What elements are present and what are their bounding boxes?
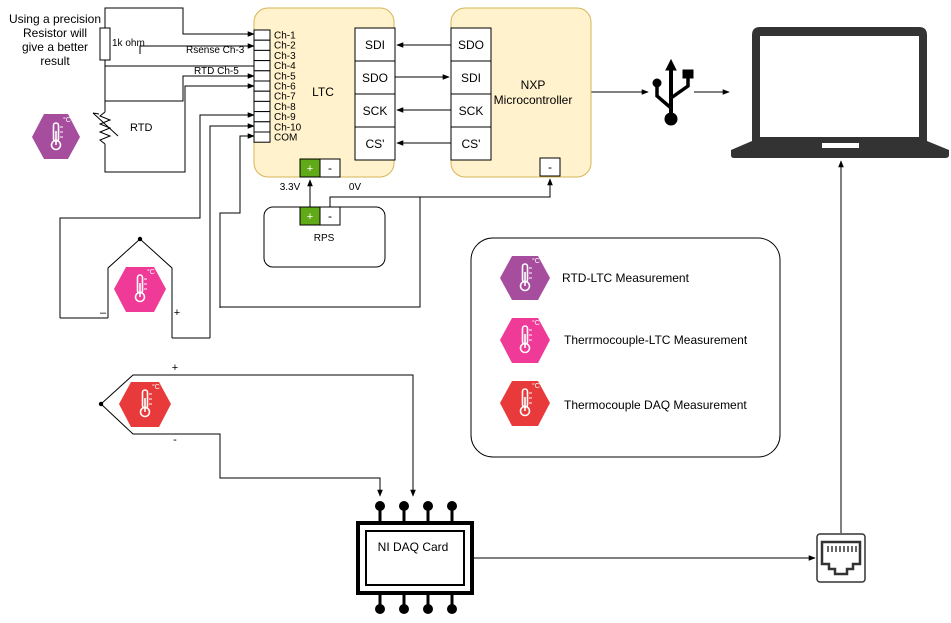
- ltc-minus-terminal: [319, 158, 341, 178]
- daq-pin-head: [399, 604, 409, 614]
- ltc-channel-label: Ch-5: [274, 71, 296, 82]
- ltc-channel-box: [253, 70, 271, 82]
- legend-label-rtd: RTD-LTC Measurement: [562, 271, 690, 285]
- nxp-title-1: NXP: [521, 78, 546, 92]
- ltc-tc-plus-label: +: [174, 307, 180, 319]
- ltc-tc-minus-label: –: [100, 307, 107, 319]
- ltc-channel-list: Ch-1Ch-2Ch-3Ch-4Ch-5Ch-6Ch-7Ch-8Ch-9Ch-1…: [253, 29, 302, 144]
- daq-pin-head: [447, 501, 457, 511]
- daq-pin-head: [423, 604, 433, 614]
- nxp-minus-terminal: [539, 157, 561, 177]
- ltc-channel-label: Ch-8: [274, 102, 296, 113]
- wiring: [59, 7, 844, 561]
- legend-item-rtd: RTD-LTC Measurement: [500, 256, 690, 300]
- ltc-channel-box: [253, 60, 271, 72]
- ltc-pin-column: SDI SDO SCK CS': [354, 27, 396, 161]
- daq-pin-head: [447, 604, 457, 614]
- ltc-channel-box: [253, 29, 271, 41]
- ltc-pin-box: [354, 27, 396, 62]
- ltc-channel-box: [253, 39, 271, 51]
- note-line-2: Resistor will: [23, 26, 87, 40]
- ltc-3v3-label: 3.3V: [280, 182, 301, 193]
- legend-label-ltc-tc: Therrmocouple-LTC Measurement: [564, 333, 748, 347]
- laptop-icon: [731, 27, 949, 158]
- ltc-channel-label: Ch-6: [274, 82, 296, 93]
- ltc-plus-label: +: [307, 163, 313, 175]
- rtd-hex: [32, 114, 80, 159]
- rsense-label: Rsense Ch-3: [186, 45, 245, 56]
- nxp-pin-label: SCK: [459, 104, 484, 118]
- ltc-channel-box: [253, 80, 271, 92]
- nxp-pin-box: [450, 93, 492, 128]
- daq-pin-head: [399, 501, 409, 511]
- rtd-sensor: [92, 111, 119, 145]
- rtd-ch-label: RTD Ch-5: [194, 66, 239, 77]
- rps-plus-label: +: [307, 211, 313, 223]
- ltc-pin-label: CS': [366, 137, 385, 151]
- legend-item-daq-thermocouple: Thermocouple DAQ Measurement: [500, 381, 747, 426]
- daq-tc-minus-label: -: [173, 434, 177, 446]
- rps-minus-terminal: [319, 206, 341, 226]
- ltc-minus-label: -: [328, 161, 332, 175]
- daq-label: NI DAQ Card: [378, 540, 449, 554]
- ltc-channel-label: Ch-9: [274, 112, 296, 123]
- usb-icon: [652, 58, 694, 126]
- ltc-channel-box: [253, 49, 271, 62]
- precision-resistor-note: Using a precision Resistor will give a b…: [9, 12, 101, 68]
- rps-minus-label: -: [328, 209, 332, 223]
- ltc-channel-box: [253, 111, 271, 123]
- ltc-pin-label: SDI: [365, 38, 385, 52]
- ltc-channel-box: [253, 100, 271, 113]
- ltc-channel-label: COM: [274, 133, 297, 144]
- ltc-0v-label: 0V: [349, 182, 362, 193]
- ltc-thermocouple: [107, 236, 173, 338]
- ltc-channel-label: Ch-3: [274, 51, 296, 62]
- nxp-minus-label: -: [548, 160, 552, 174]
- note-line-4: result: [40, 54, 70, 68]
- nxp-title-2: Microcontroller: [494, 93, 573, 107]
- ltc-pin-box: [354, 126, 396, 161]
- daq-thermocouple: [98, 374, 175, 435]
- ni-daq-card: [356, 501, 474, 614]
- nxp-pin-label: SDI: [461, 71, 481, 85]
- ltc-pin-label: SDO: [362, 71, 388, 85]
- note-line-3: give a better: [22, 40, 88, 54]
- daq-pin-head: [375, 501, 385, 511]
- ltc-channel-label: Ch-4: [274, 61, 296, 72]
- ethernet-port-icon: [816, 533, 866, 583]
- daq-tc-plus-label: +: [172, 362, 178, 374]
- ltc-channel-label: Ch-7: [274, 92, 296, 103]
- ltc-channel-label: Ch-2: [274, 41, 296, 52]
- nxp-pin-label: SDO: [458, 38, 484, 52]
- ltc-channel-box: [253, 131, 271, 143]
- note-line-1: Using a precision: [9, 12, 101, 26]
- resistor-1k: [99, 27, 111, 61]
- legend-label-daq-tc: Thermocouple DAQ Measurement: [564, 398, 747, 412]
- nxp-pin-box: [450, 27, 492, 62]
- nxp-pin-label: CS': [462, 137, 481, 151]
- ltc-pin-box: [354, 60, 396, 95]
- legend-item-ltc-thermocouple: Therrmocouple-LTC Measurement: [500, 318, 748, 363]
- resistor-label: 1k ohm: [112, 38, 145, 49]
- nxp-pin-column: SDO SDI SCK CS': [450, 27, 492, 161]
- ltc-channel-label: Ch-10: [274, 122, 302, 133]
- ltc-title: LTC: [312, 85, 334, 99]
- ltc-channel-box: [253, 121, 271, 133]
- ltc-channel-label: Ch-1: [274, 31, 296, 42]
- daq-pin-head: [423, 501, 433, 511]
- nxp-pin-box: [450, 60, 492, 95]
- daq-pin-head: [375, 604, 385, 614]
- rtd-label: RTD: [130, 122, 152, 134]
- nxp-pin-box: [450, 126, 492, 161]
- ltc-channel-box: [253, 90, 271, 102]
- ltc-pin-label: SCK: [363, 104, 388, 118]
- rps-label: RPS: [314, 233, 335, 244]
